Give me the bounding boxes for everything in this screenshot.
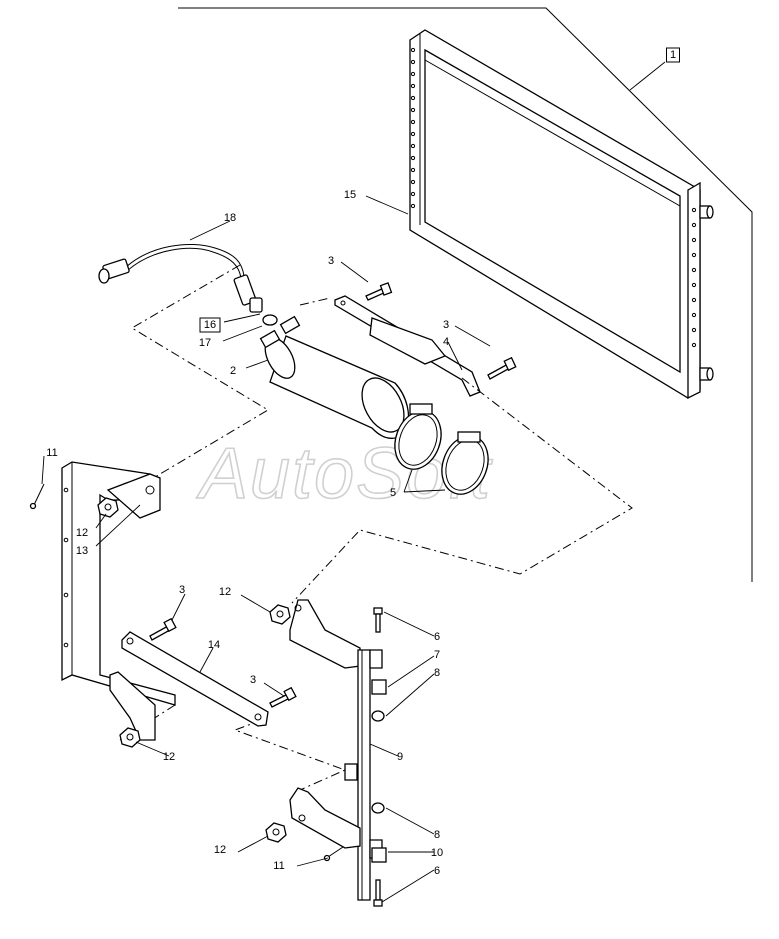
callout-number: 7 [434,649,440,661]
callout-c12d: 12 [214,844,226,856]
callout-number: 6 [434,865,440,877]
nut-d [265,822,287,843]
callout-number: 8 [434,667,440,679]
washer-lower [371,802,385,814]
callout-c12c: 12 [163,751,175,763]
callout-c5: 5 [390,487,396,499]
leader-lines [41,61,666,903]
bolt-lower-vertical [373,879,383,907]
callout-c1: 1 [666,47,680,63]
hose-clamp-upper [394,403,442,470]
callout-c4: 4 [443,336,449,348]
callout-number: 3 [328,255,334,267]
callout-c14: 14 [208,639,220,651]
callout-number: 17 [199,337,211,349]
callout-box [199,317,221,333]
callout-number: 3 [179,584,185,596]
spacer-lower [371,847,387,863]
condenser-port-lower [699,367,714,381]
bolt-upper-vertical [373,607,383,633]
callout-c3d: 3 [250,674,256,686]
receiver-drier [259,315,410,439]
callout-c2: 2 [230,365,236,377]
callout-number: 4 [443,336,449,348]
callout-c6b: 6 [434,865,440,877]
assembly-bracket-line [178,7,753,582]
callout-number: 1 [670,49,676,61]
callout-number: 15 [344,189,356,201]
callout-c8a: 8 [434,667,440,679]
callout-number: 18 [224,212,236,224]
upper-mounting-arm [289,599,361,669]
callout-number: 11 [273,860,284,872]
spacer-upper [371,679,387,695]
callout-number: 10 [431,847,443,859]
lower-mounting-arm [289,787,361,849]
nut-a [97,497,119,518]
callout-c3a: 3 [328,255,334,267]
callout-c18: 18 [224,212,236,224]
bolt-mid-b [269,686,297,708]
bolt-top-b [487,356,517,380]
callout-number: 16 [204,319,216,331]
callout-c11b: 11 [273,860,284,872]
condenser-side-holes-right [691,207,697,348]
nut-c [119,727,141,748]
drier-mounting-bracket [334,295,481,397]
callout-c12a: 12 [76,527,88,539]
washer-upper [371,710,385,722]
callout-number: 9 [397,751,403,763]
callout-number: 14 [208,639,220,651]
callout-c13: 13 [76,545,88,557]
tie-bar [121,631,269,727]
nut-b [269,604,291,625]
callout-number: 12 [214,844,226,856]
callout-box [666,47,680,63]
bolt-top-a [365,282,393,301]
left-frame-bracket [61,461,176,741]
callout-number: 11 [46,447,57,459]
callout-c7: 7 [434,649,440,661]
o-ring-seal [262,314,278,326]
screw-a [29,483,45,510]
callout-number: 2 [230,365,236,377]
callout-number: 3 [443,319,449,331]
callout-number: 12 [219,586,231,598]
callout-number: 12 [76,527,88,539]
callout-labels: 1 15 18 3 3 4 16 17 2 5 11 12 13 3 12 14 6 7 8 3 12 9 8 12 10 11 6 [46,47,680,877]
callout-number: 6 [434,631,440,643]
callout-c17: 17 [199,337,211,349]
callout-c6a: 6 [434,631,440,643]
bolt-mid-a [149,617,177,641]
callout-c3b: 3 [443,319,449,331]
callout-c10: 10 [431,847,443,859]
callout-c16: 16 [199,317,221,333]
callout-number: 5 [390,487,396,499]
hose-clamp-lower [441,431,489,495]
callout-c11a: 11 [46,447,57,459]
condenser-radiator [409,29,714,400]
callout-c15: 15 [344,189,356,201]
callout-c9: 9 [397,751,403,763]
pressure-switch-harness [98,243,263,313]
callout-c8b: 8 [434,829,440,841]
callout-number: 13 [76,545,88,557]
callout-c3c: 3 [179,584,185,596]
callout-number: 8 [434,829,440,841]
callout-c12b: 12 [219,586,231,598]
condenser-side-holes-left [410,47,416,209]
callout-number: 12 [163,751,175,763]
condenser-port-upper [699,205,714,219]
callout-number: 3 [250,674,256,686]
